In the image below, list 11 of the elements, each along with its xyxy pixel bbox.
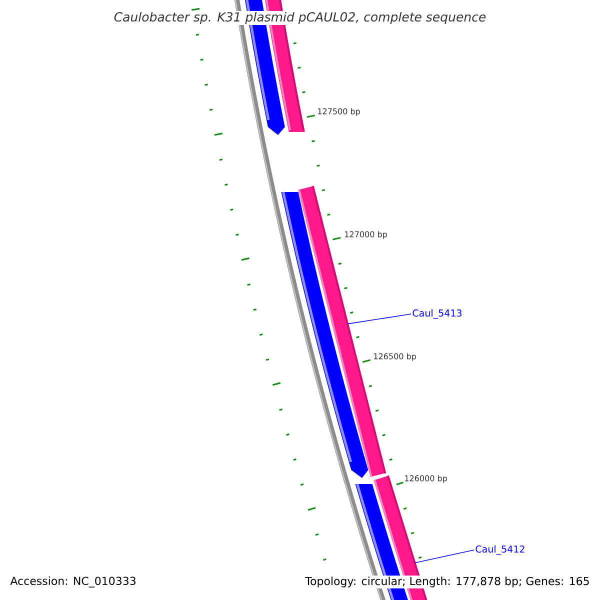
- leader-line: [348, 314, 412, 324]
- title: Caulobacter sp. K31 plasmid pCAUL02, complete sequence: [112, 10, 488, 26]
- tick-label: 126000 bp: [403, 474, 448, 484]
- tick-label: 126500 bp: [372, 352, 418, 362]
- leader-line: [414, 550, 474, 564]
- gene-label: Caul_5412: [476, 545, 524, 555]
- tick-label: 127000 bp: [343, 230, 388, 240]
- gene-label: Caul_5413: [412, 309, 462, 319]
- summary-text: Topology: circular; Length: 177,878 bp; Genes: 165: [304, 576, 591, 588]
- accession-text: Accession: NC_010333: [9, 576, 138, 588]
- tick-label: 127500 bp: [316, 107, 362, 117]
